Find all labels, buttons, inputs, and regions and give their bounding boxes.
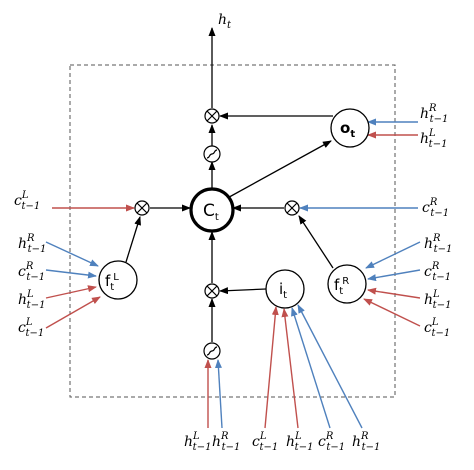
edge-hR-to-tanhin	[214, 359, 223, 429]
external-edges	[45, 118, 421, 429]
edge-cR-to-ig	[291, 307, 331, 429]
edge-fr-to-multr	[298, 215, 334, 269]
multiply-icon	[284, 200, 300, 216]
svg-text:ftL: ftL	[105, 272, 119, 293]
svg-text:ot: ot	[340, 119, 355, 140]
edge-cL-to-fr	[363, 298, 421, 327]
svg-text:it: it	[279, 280, 287, 301]
output-label: ht	[218, 12, 232, 31]
cell-state-node: Ct	[189, 187, 235, 233]
multiply-icon	[204, 283, 220, 299]
edge-ig-to-multin	[219, 287, 267, 295]
edge-cL-to-fl	[45, 296, 101, 329]
tanh-icon	[203, 342, 221, 360]
forget-gate-left-node: ftL	[98, 260, 138, 300]
edge-cR-to-fr	[367, 269, 421, 282]
edge-cL-to-ig	[264, 306, 279, 429]
edge-hR-to-fl	[45, 241, 99, 267]
svg-text:ftR: ftR	[334, 276, 349, 297]
forget-gate-right-node: ftR	[327, 264, 367, 304]
tanh-icon	[203, 145, 221, 163]
edge-cR-to-fl	[45, 269, 97, 279]
edge-hR-to-ig	[297, 304, 363, 429]
multiply-icon	[204, 108, 220, 124]
edge-hL-to-fr	[367, 287, 421, 299]
edge-fl-to-multl	[125, 216, 141, 263]
internal-edges	[125, 27, 334, 342]
edge-hL-to-ig	[281, 308, 299, 429]
svg-text:Ct: Ct	[203, 201, 219, 223]
edge-hR-to-fr	[365, 241, 421, 269]
edge-cell-to-og	[221, 140, 332, 202]
cell-boundary-box	[69, 64, 396, 398]
input-gate-node: it	[265, 269, 305, 309]
multiply-icon	[134, 200, 150, 216]
edge-hL-to-fl	[45, 285, 97, 299]
output-gate-node: ot	[330, 108, 370, 148]
